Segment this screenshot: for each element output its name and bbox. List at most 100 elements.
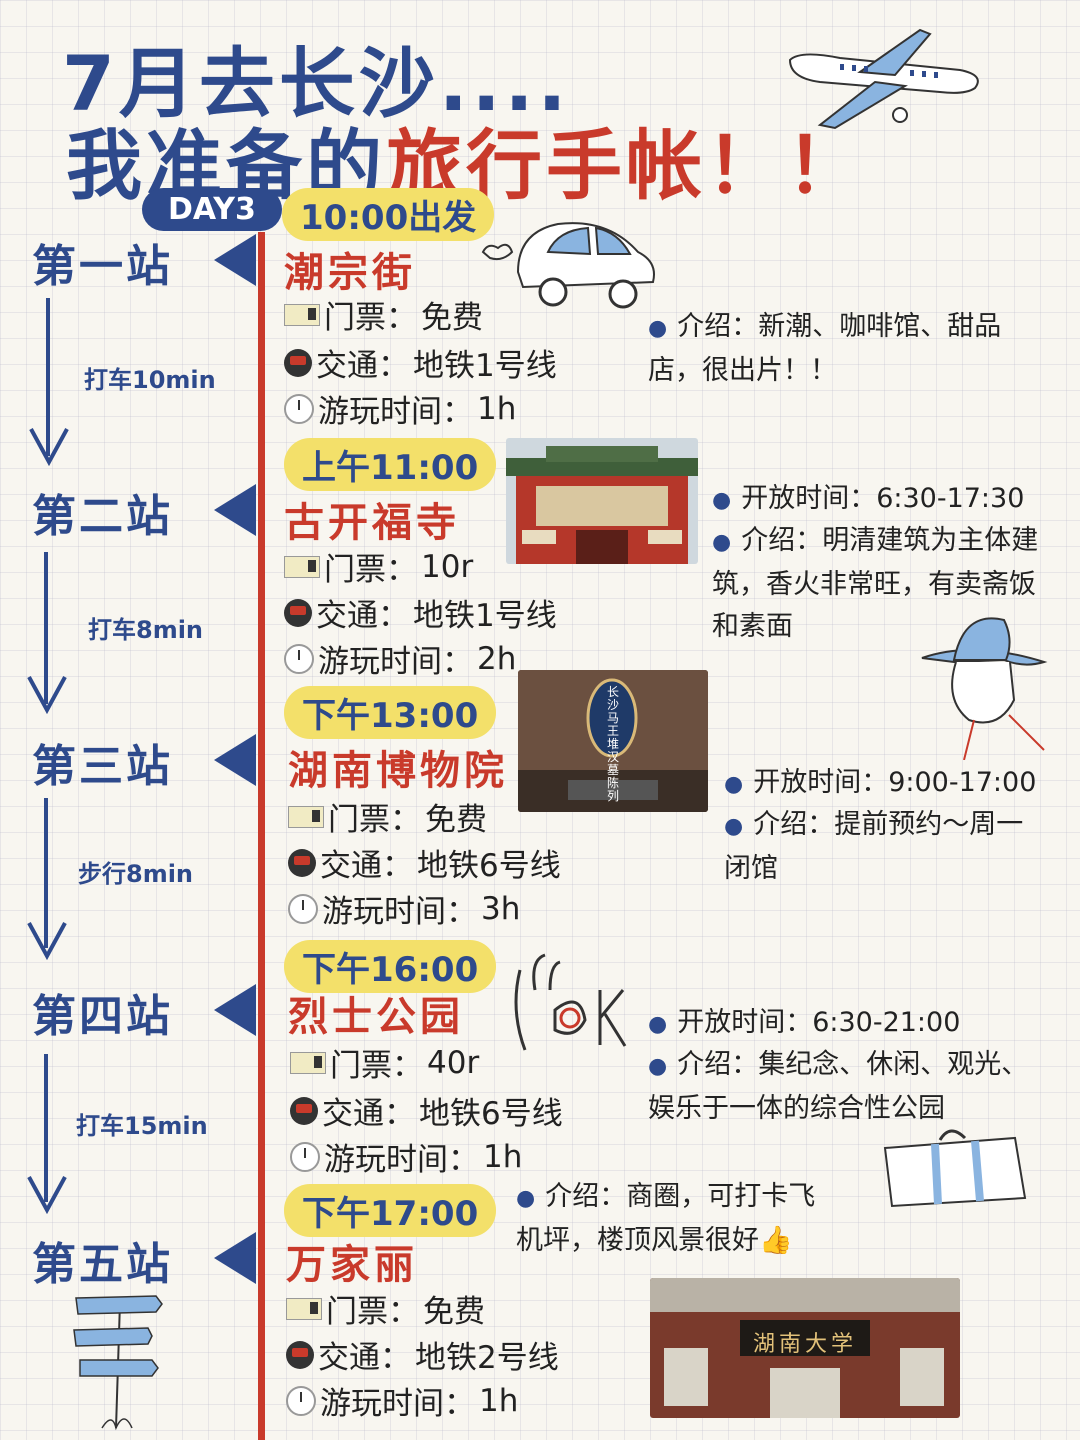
transport-label: 交通： — [316, 348, 409, 384]
ticket-value: 免费 — [421, 300, 483, 336]
intro-value: 明清建筑为主体建筑，香火非常旺，有卖斋饭和素面 — [712, 525, 1039, 642]
place-name-5: 万家丽 — [286, 1242, 418, 1288]
time-badge-4: 下午16:00 — [284, 940, 497, 993]
intro-label: 介绍： — [677, 311, 759, 342]
duration-row-2: 游玩时间： 2h — [284, 636, 516, 681]
signpost-icon — [73, 1295, 163, 1431]
duration-row-3: 游玩时间： 3h — [288, 886, 520, 931]
time-badge-1: 10:00出发 — [282, 188, 495, 241]
day-badge: DAY3 — [142, 188, 282, 231]
duration-label: 游玩时间： — [318, 394, 473, 430]
station-label-2: 第二站 — [32, 491, 173, 542]
intro-5: ●介绍：商圈，可打卡飞机坪，楼顶风景很好👍 — [516, 1181, 816, 1256]
intro-4: ●介绍：集纪念、休闲、观光、娱乐于一体的综合性公园 — [648, 1049, 1029, 1124]
traveler-doodle-icon — [921, 617, 1048, 760]
ticket-icon — [290, 1051, 326, 1074]
metro-icon — [288, 848, 316, 877]
station-label-5: 第五站 — [32, 1239, 173, 1290]
transit-label-1: 打车10min — [84, 366, 216, 394]
open-hours-3: ●开放时间：9:00-17:00 — [724, 767, 1037, 798]
transport-label: 交通： — [320, 848, 413, 884]
ticket-icon — [284, 303, 320, 326]
transport-label: 交通： — [316, 598, 409, 634]
duration-row-1: 游玩时间： 1h — [284, 386, 516, 431]
open-hours-value: 6:30-17:30 — [876, 483, 1025, 514]
place-name-1: 潮宗街 — [284, 250, 416, 296]
ticket-row-5: 门票： 免费 — [286, 1286, 485, 1331]
car-icon — [481, 222, 655, 309]
place-name-4: 烈士公园 — [288, 994, 464, 1040]
clock-icon — [284, 393, 314, 424]
intro-value: 商圈，可打卡飞机坪，楼顶风景很好👍 — [516, 1181, 816, 1256]
intro-2: ●介绍：明清建筑为主体建筑，香火非常旺，有卖斋饭和素面 — [712, 525, 1039, 642]
clock-icon — [286, 1385, 316, 1416]
transport-row-2: 交通： 地铁1号线 — [284, 590, 557, 635]
duration-value: 2h — [477, 640, 517, 677]
station-marker-1 — [214, 234, 256, 286]
intro-label: 介绍： — [753, 809, 835, 840]
metro-icon — [290, 1096, 318, 1125]
arrow-down-icon — [29, 428, 69, 466]
open-hours-2: ●开放时间：6:30-17:30 — [712, 483, 1025, 514]
duration-label: 游玩时间： — [322, 894, 477, 930]
building-sign-text: 湖南大学 — [752, 1332, 857, 1357]
duration-row-5: 游玩时间： 1h — [286, 1378, 518, 1423]
metro-icon — [286, 1340, 314, 1369]
duration-value: 3h — [481, 890, 521, 927]
time-badge-5: 下午17:00 — [284, 1184, 497, 1237]
ticket-value: 免费 — [423, 1294, 485, 1330]
ticket-label: 门票： — [330, 1048, 423, 1084]
transport-label: 交通： — [322, 1096, 415, 1132]
station-marker-2 — [214, 484, 256, 536]
transport-value: 地铁2号线 — [415, 1340, 559, 1376]
clock-icon — [288, 893, 318, 924]
intro-3: ●介绍：提前预约～周一闭馆 — [724, 809, 1024, 884]
station-label-4: 第四站 — [32, 991, 173, 1042]
place-name-3: 湖南博物院 — [288, 748, 508, 794]
transit-label-2: 打车8min — [88, 616, 204, 644]
page-title-line1: 7月去长沙.... — [62, 39, 571, 128]
arrow-down-icon — [27, 922, 67, 960]
ticket-label: 门票： — [324, 300, 417, 336]
transport-row-1: 交通： 地铁1号线 — [284, 340, 557, 385]
arrow-down-icon — [27, 676, 67, 714]
open-hours-label: 开放时间： — [753, 767, 889, 798]
transit-arrow-3 — [44, 798, 48, 948]
transport-label: 交通： — [318, 1340, 411, 1376]
ticket-row-1: 门票： 免费 — [284, 292, 483, 337]
intro-label: 介绍： — [741, 525, 823, 556]
transport-value: 地铁6号线 — [419, 1096, 563, 1132]
transit-label-3: 步行8min — [78, 860, 194, 888]
ok-hand-icon — [514, 953, 627, 1051]
suitcase-icon — [883, 1129, 1027, 1208]
airplane-icon — [788, 28, 979, 130]
arrow-down-icon — [27, 1176, 67, 1214]
ticket-value: 免费 — [425, 802, 487, 838]
intro-value: 集纪念、休闲、观光、娱乐于一体的综合性公园 — [648, 1049, 1029, 1124]
intro-label: 介绍： — [677, 1049, 759, 1080]
station-marker-5 — [214, 1232, 256, 1284]
ticket-icon — [286, 1297, 322, 1320]
ticket-label: 门票： — [324, 552, 417, 588]
ticket-row-4: 门票： 40r — [290, 1040, 479, 1085]
open-hours-value: 9:00-17:00 — [888, 767, 1037, 798]
open-hours-label: 开放时间： — [741, 483, 877, 514]
timeline-bar — [258, 232, 265, 1440]
transit-arrow-1 — [46, 298, 50, 456]
duration-label: 游玩时间： — [324, 1142, 479, 1178]
transport-row-3: 交通： 地铁6号线 — [288, 840, 561, 885]
open-hours-4: ●开放时间：6:30-21:00 — [648, 1007, 961, 1038]
transport-value: 地铁1号线 — [413, 348, 557, 384]
open-hours-label: 开放时间： — [677, 1007, 813, 1038]
place-name-2: 古开福寺 — [284, 500, 460, 546]
temple-photo — [506, 438, 698, 564]
time-badge-3: 下午13:00 — [284, 686, 497, 739]
transport-value: 地铁6号线 — [417, 848, 561, 884]
ticket-label: 门票： — [328, 802, 421, 838]
ticket-row-2: 门票： 10r — [284, 544, 473, 589]
intro-1: ●介绍：新潮、咖啡馆、甜品店，很出片！！ — [648, 311, 1002, 386]
metro-icon — [284, 348, 312, 377]
transit-label-4: 打车15min — [76, 1112, 208, 1140]
clock-icon — [284, 643, 314, 674]
transport-row-5: 交通： 地铁2号线 — [286, 1332, 559, 1377]
